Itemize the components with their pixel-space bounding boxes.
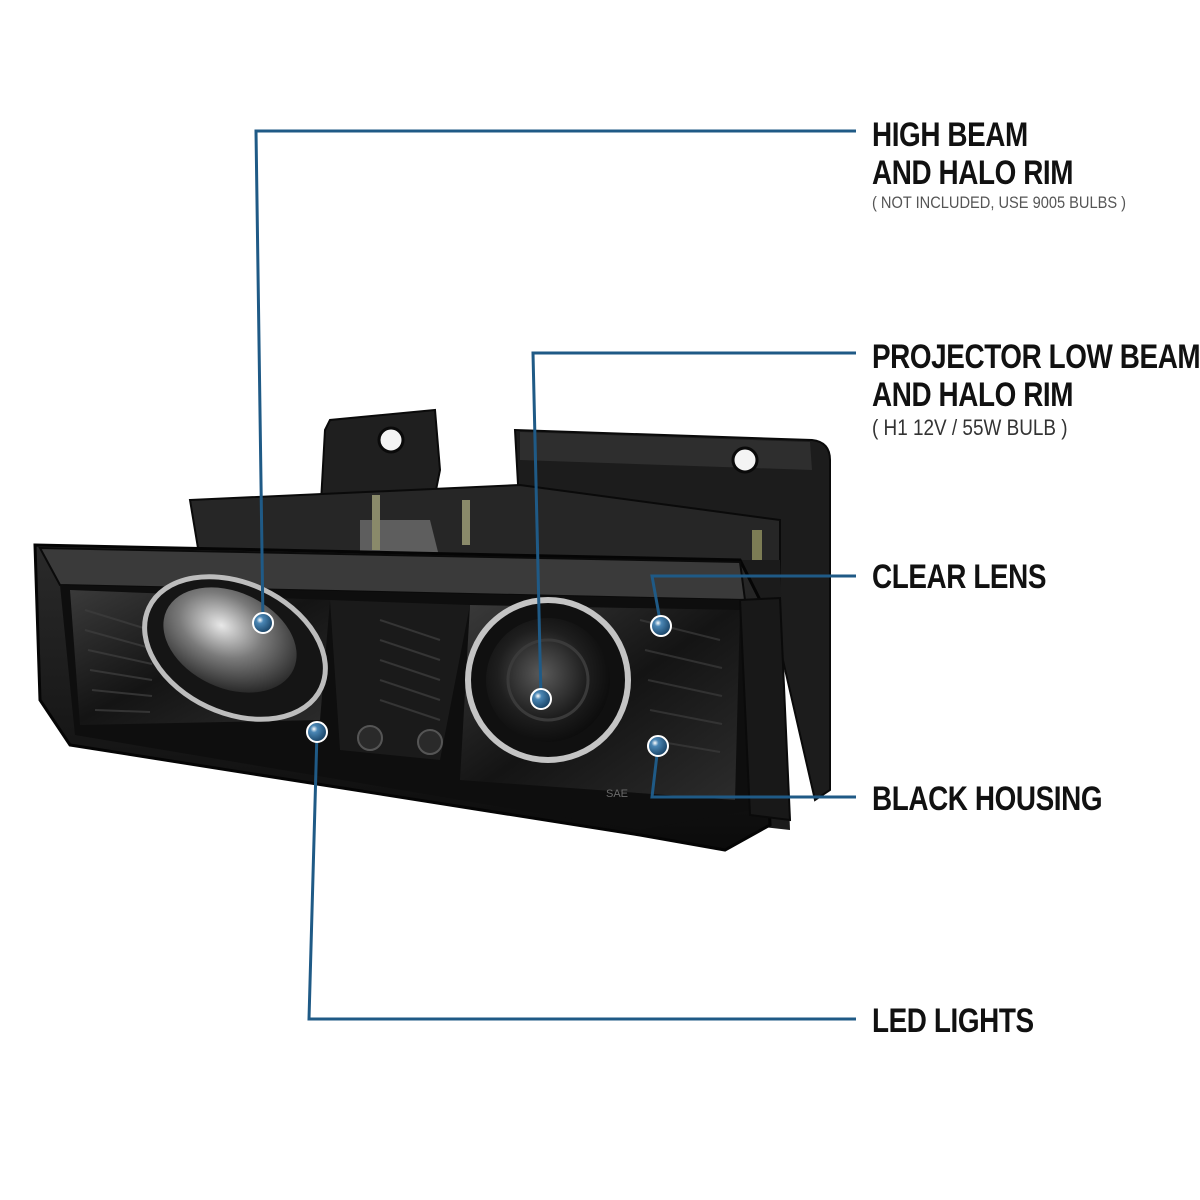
label-high-beam-line1: HIGH BEAM	[872, 116, 1028, 154]
mounting-hole	[377, 426, 405, 454]
side-end-cap	[738, 596, 792, 822]
callout-dot-black-housing	[647, 735, 669, 757]
adjuster-screw	[462, 500, 470, 545]
mounting-hole	[731, 446, 759, 474]
leader-line-black-housing	[650, 745, 856, 799]
right-projector	[460, 597, 740, 800]
label-projector-line1: PROJECTOR LOW BEAM	[872, 338, 1200, 376]
callout-dot-led-lights	[306, 721, 328, 743]
center-divider	[330, 600, 470, 760]
callout-dot-projector-low-beam	[530, 688, 552, 710]
leader-line-high-beam	[254, 129, 856, 624]
callout-dot-high-beam	[252, 612, 274, 634]
note-high-beam: ( NOT INCLUDED, USE 9005 BULBS )	[872, 193, 1127, 212]
adjuster-screw	[372, 495, 380, 550]
label-projector-line2: AND HALO RIM	[872, 376, 1074, 414]
adjuster-knob	[357, 725, 383, 751]
label-high-beam-line2: AND HALO RIM	[872, 154, 1074, 192]
note-projector: ( H1 12V / 55W BULB )	[872, 415, 1068, 440]
label-led-lights: LED LIGHTS	[872, 1002, 1034, 1040]
label-black-housing: BLACK HOUSING	[872, 780, 1103, 818]
callout-dot-clear-lens	[650, 615, 672, 637]
leader-line-projector-low-beam	[531, 351, 856, 700]
sae-marking: SAE	[606, 788, 628, 800]
label-clear-lens: CLEAR LENS	[872, 558, 1047, 596]
leader-line-led-lights	[307, 731, 856, 1021]
leader-lines	[254, 129, 856, 1021]
projector-lens	[486, 618, 610, 742]
leader-line-clear-lens	[650, 574, 856, 627]
adjuster-knob	[417, 729, 443, 755]
